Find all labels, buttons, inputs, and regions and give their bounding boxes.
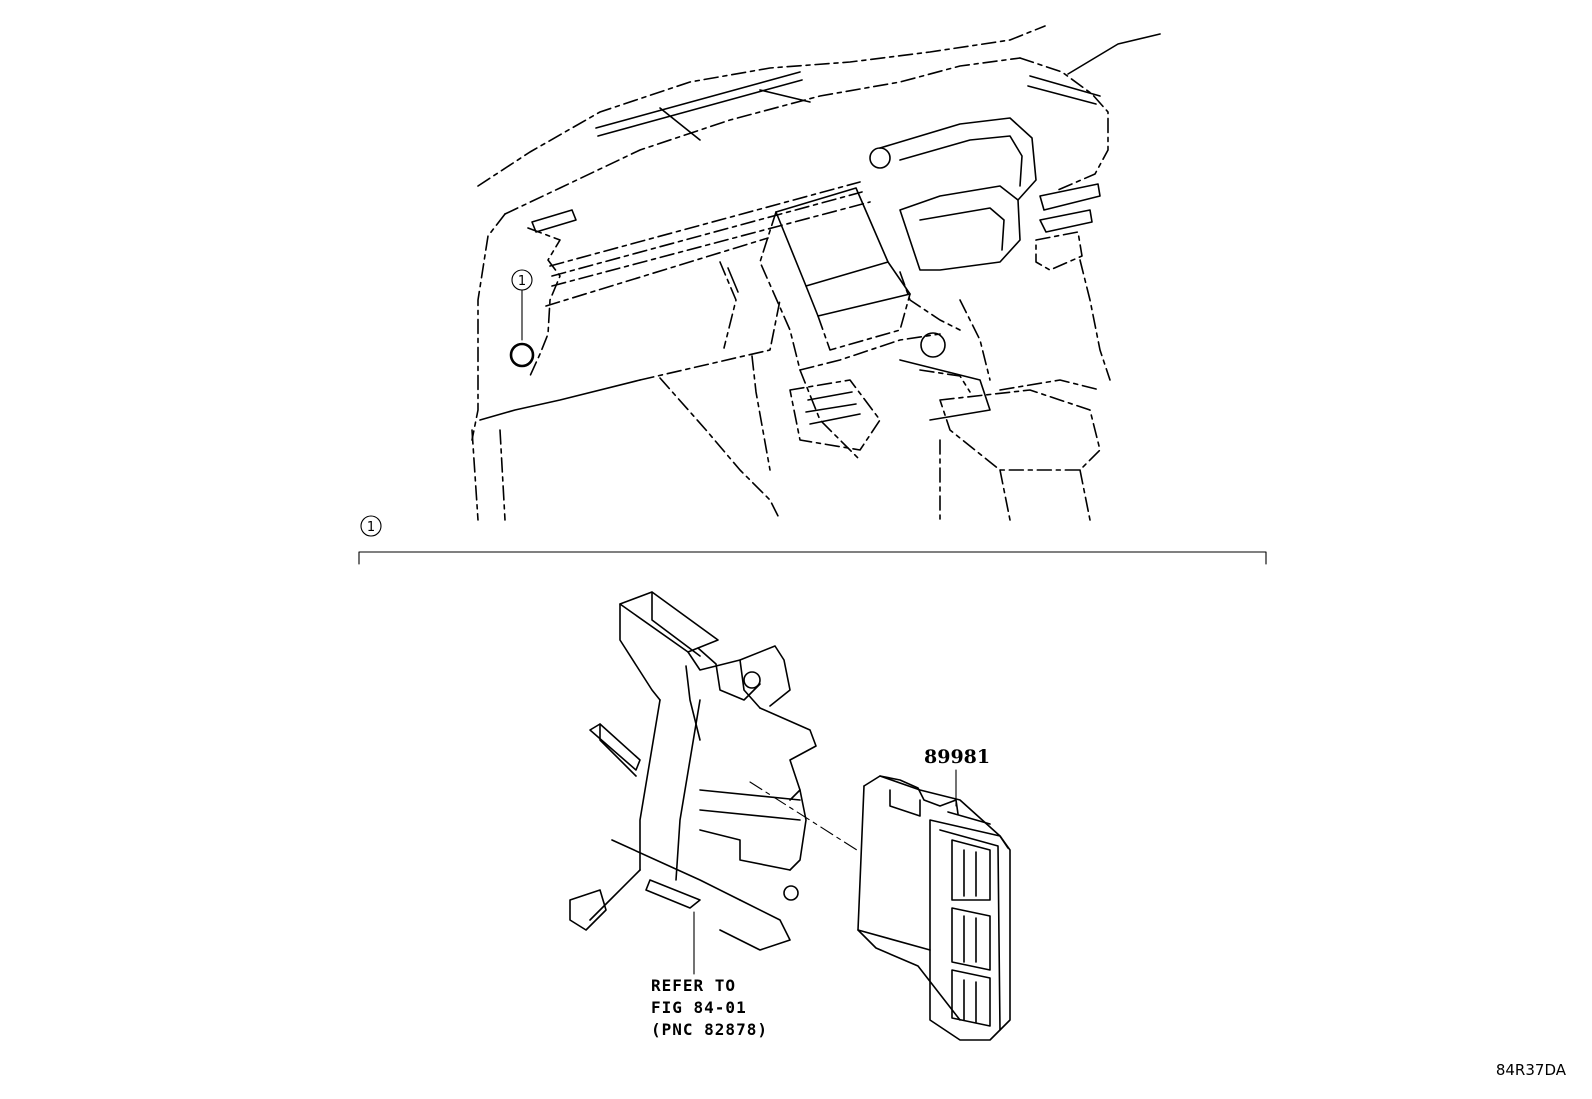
reference-note[interactable]: REFER TO FIG 84-01 (PNC 82878) bbox=[651, 976, 768, 1039]
reference-line-3: (PNC 82878) bbox=[651, 1020, 768, 1039]
reference-line-2: FIG 84-01 bbox=[651, 998, 747, 1017]
location-callout: 1 bbox=[509, 269, 535, 368]
section-number: 1 bbox=[367, 520, 375, 535]
part-number-89981[interactable]: 89981 bbox=[924, 746, 990, 768]
reference-line-1: REFER TO bbox=[651, 976, 736, 995]
junction-bracket-illustration bbox=[569, 591, 861, 975]
figure-code: 84R37DA bbox=[1496, 1061, 1567, 1079]
dashboard-illustration bbox=[471, 25, 1161, 521]
callout-number: 1 bbox=[518, 274, 526, 289]
section-bracket: 1 bbox=[358, 515, 1267, 565]
ecu-module-illustration bbox=[857, 769, 1011, 1041]
